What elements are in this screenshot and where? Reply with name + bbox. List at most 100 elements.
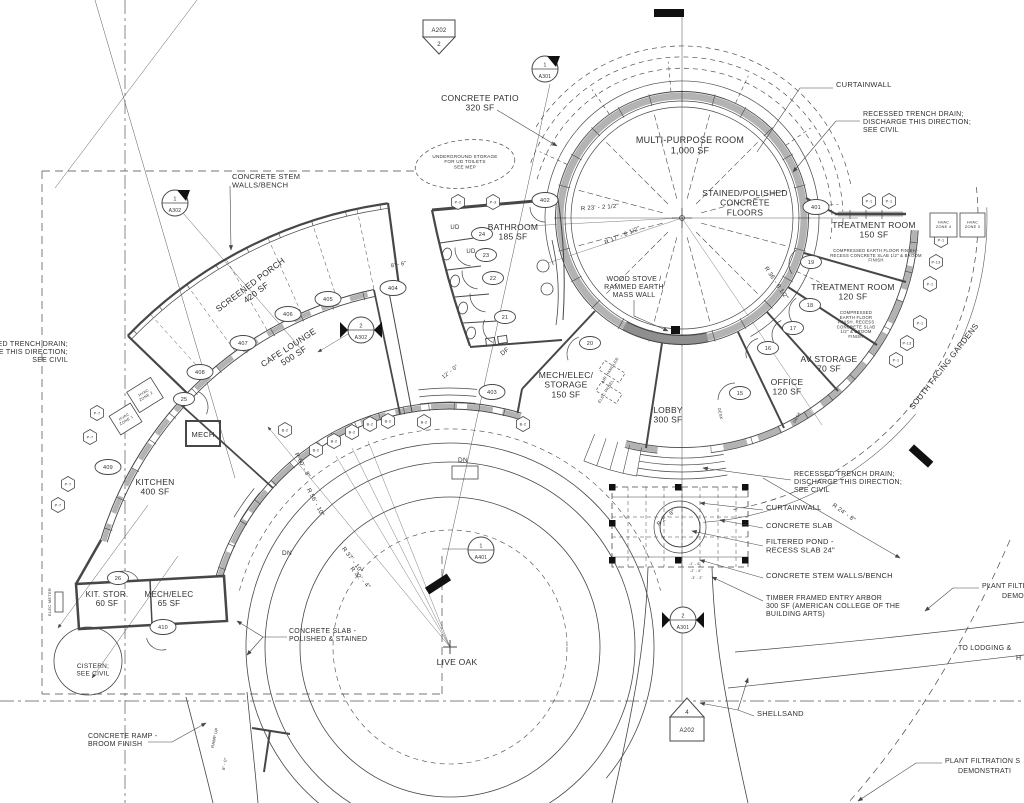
- fixture-hex-tag: [51, 497, 65, 513]
- note-cistern: CISTERN;SEE CIVIL: [76, 663, 109, 677]
- wall-arc: [536, 68, 833, 239]
- wall-arc: [622, 329, 709, 345]
- plan-line: [883, 325, 892, 331]
- fixture-hex-tag: [278, 422, 292, 438]
- plan-line: [686, 237, 711, 325]
- leader-line: [691, 529, 764, 547]
- plan-line: [617, 318, 625, 330]
- plan-line: [895, 299, 904, 303]
- plan-line: [648, 94, 653, 107]
- fixture-hex-tag: [929, 254, 943, 270]
- marker-flag: [662, 612, 670, 628]
- fixture-hex-tag: [381, 413, 395, 429]
- plan-line: [735, 75, 749, 104]
- door-tag-label: 23: [483, 253, 490, 259]
- leader-line: [228, 185, 234, 251]
- label-ud-1: UD: [450, 225, 460, 231]
- plan-rect: [675, 557, 682, 564]
- fixture-hex-label: B-2: [349, 431, 356, 435]
- wall-arc: [960, 207, 988, 343]
- plan-line: [516, 388, 523, 417]
- plan-line: [604, 140, 669, 205]
- door-swing: [469, 293, 486, 313]
- window-tag: [186, 364, 214, 380]
- leader-line: [699, 501, 764, 511]
- wall-arc: [639, 460, 725, 466]
- plan-rect: [742, 520, 749, 527]
- fixture-hex-label: P-1: [927, 283, 934, 287]
- plan-line: [386, 202, 401, 287]
- hvac-zone-rect: [929, 212, 958, 238]
- bathroom-east-wall: [557, 198, 565, 321]
- plan-line: [168, 412, 176, 419]
- plan-line: [218, 566, 227, 571]
- radius-r23: R 23' - 2 1/2": [581, 204, 619, 213]
- plan-line: [750, 436, 754, 445]
- reference-tags: 4014024034044054064074084094102423222120…: [51, 19, 986, 742]
- fixture-hex-label: P-7: [55, 504, 62, 508]
- plan-line: [787, 286, 878, 346]
- plan-line: [503, 408, 506, 417]
- plan-rect: [742, 557, 749, 564]
- dim-arbor-2: -2' - 6": [690, 569, 703, 573]
- marker-flag: [177, 190, 190, 201]
- plan-line: [132, 329, 137, 334]
- marker-sheet: A202: [431, 28, 446, 34]
- plan-line: [270, 479, 277, 486]
- fixture-hex-tag: [486, 194, 500, 210]
- plan-circle: [53, 626, 123, 696]
- plan-line: [849, 373, 856, 380]
- plan-circle: [264, 461, 636, 803]
- fixture-hex-label: P-13: [931, 261, 940, 265]
- fixture-hex-label: P-1: [886, 200, 893, 204]
- door-tag: [757, 341, 779, 355]
- fixture-hex-tag: [882, 193, 896, 209]
- window-tag-label: 408: [195, 370, 205, 376]
- underground-storage-outline: [414, 139, 516, 189]
- door-tag: [782, 321, 804, 335]
- door-swing: [717, 382, 736, 401]
- marker-box: [669, 716, 705, 742]
- plan-line: [57, 504, 149, 629]
- plan-line: [711, 94, 716, 107]
- leader-line: [633, 300, 669, 332]
- plan-line: [796, 271, 825, 285]
- plan-line: [558, 247, 571, 252]
- plan-line: [130, 467, 140, 473]
- plan-line: [116, 496, 125, 501]
- leader-line: [857, 762, 942, 802]
- plan-line: [653, 111, 678, 199]
- marker-sheet: A202: [679, 728, 694, 734]
- bathroom-west-wall: [430, 209, 472, 347]
- wall-arc: [217, 403, 522, 578]
- window-tag-label: 403: [487, 390, 497, 396]
- plan-line: [254, 499, 261, 505]
- plan-line: [267, 426, 451, 648]
- wall-arc: [703, 413, 916, 523]
- plan-line: [617, 106, 625, 118]
- dim-12-0: 12' - 0": [441, 364, 460, 380]
- plan-line: [591, 127, 601, 137]
- plan-line: [793, 247, 806, 252]
- window-tag-label: 404: [388, 286, 398, 292]
- note-curtainwall-entry: CURTAINWALL: [766, 503, 822, 512]
- plan-line: [782, 153, 794, 161]
- plan-rect: [609, 520, 616, 527]
- window-tag-label: 410: [158, 625, 168, 631]
- door-tag: [107, 571, 129, 585]
- note-plant-filtration-top: PLANT FILTR: [982, 583, 1024, 590]
- plan-line: [803, 411, 809, 419]
- hvac-zone-label: HVACZONE 1: [117, 411, 134, 426]
- fixture-hex-label: P-7: [65, 483, 72, 487]
- plan-line: [94, 0, 236, 479]
- plan-line: [239, 520, 248, 526]
- plan-line: [289, 461, 295, 469]
- window-tag: [94, 459, 122, 475]
